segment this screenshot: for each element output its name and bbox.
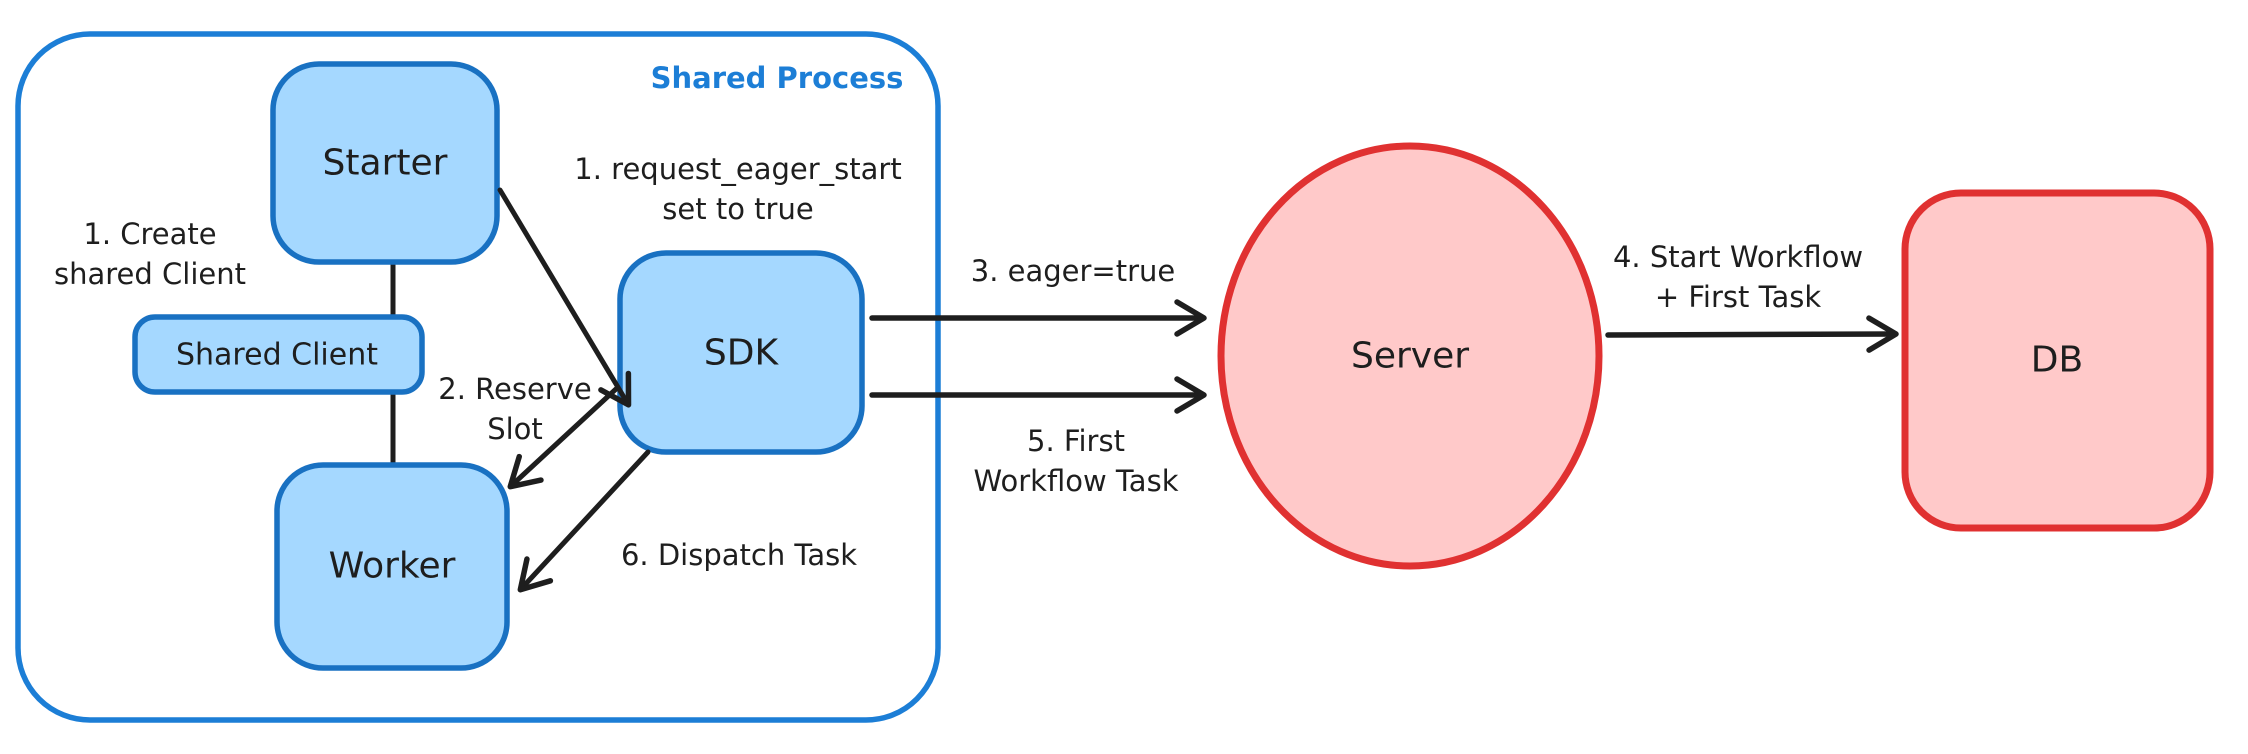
- shared-process-container: [15, 31, 941, 723]
- arrow-starter-to-sdk: [497, 187, 632, 408]
- annotation-line: + First Task: [1654, 280, 1822, 314]
- shared-client-node: [132, 314, 425, 395]
- annotation-line: Slot: [487, 412, 543, 446]
- annotation-line: set to true: [662, 192, 814, 226]
- shared-client-label: Shared Client: [175, 337, 379, 373]
- annotation-line: 5. First: [1027, 424, 1125, 458]
- server-node: [1217, 142, 1603, 570]
- annotation-eager-true: 3. eager=true: [970, 254, 1176, 288]
- annotation-reserve-slot: 2. Reserve Slot: [438, 369, 591, 449]
- sdk-node: [617, 250, 865, 455]
- annotation-line: 1. request_eager_start: [574, 152, 902, 186]
- annotation-request-eager-start: 1. request_eager_start set to true: [574, 149, 901, 229]
- db-node: [1901, 189, 2214, 532]
- shared-process-title: Shared Process: [650, 60, 904, 95]
- annotation-line: 4. Start Workflow: [1612, 240, 1864, 274]
- annotation-line: Workflow Task: [973, 464, 1179, 498]
- annotation-line: shared Client: [54, 257, 246, 291]
- worker-node: [274, 462, 510, 671]
- annotation-line: 1. Create: [83, 217, 217, 251]
- server-label: Server: [1350, 335, 1470, 377]
- starter-label: Starter: [322, 142, 448, 184]
- annotation-start-workflow: 4. Start Workflow + First Task: [1613, 237, 1863, 317]
- arrow-server-to-db: [1605, 315, 1899, 353]
- annotation-dispatch-task: 6. Dispatch Task: [620, 538, 858, 572]
- annotation-line: 2. Reserve: [438, 372, 592, 406]
- arrow-sdk-to-worker-reserve: [507, 386, 619, 490]
- db-label: DB: [2030, 339, 2084, 381]
- annotation-create-shared-client: 1. Create shared Client: [54, 214, 246, 294]
- arrow-sdk-to-worker-dispatch: [517, 449, 651, 593]
- annotation-first-workflow-task: 5. First Workflow Task: [974, 421, 1179, 501]
- starter-node: [270, 61, 500, 265]
- sdk-label: SDK: [703, 332, 779, 374]
- worker-label: Worker: [328, 545, 456, 587]
